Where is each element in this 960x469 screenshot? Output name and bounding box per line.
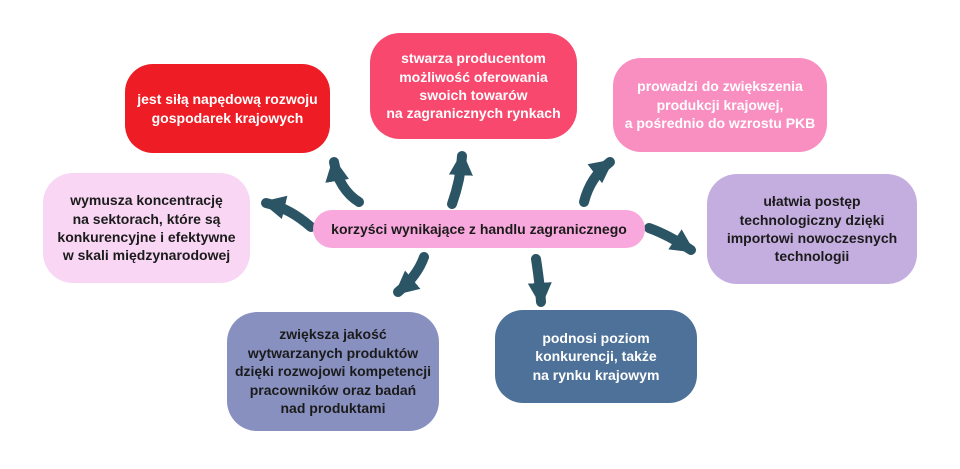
node-driving-force-label: jest siłą napędową rozwoju gospodarek kr…	[137, 91, 318, 126]
node-production-gdp-label: prowadzi do zwiększenia produkcji krajow…	[624, 78, 816, 132]
node-sector-focus: wymusza koncentrację na sektorach, które…	[43, 173, 250, 283]
node-driving-force: jest siłą napędową rozwoju gospodarek kr…	[125, 64, 330, 153]
node-tech-progress: ułatwia postęp technologiczny dzięki imp…	[707, 174, 917, 284]
center-node-label: korzyści wynikające z handlu zagraniczne…	[331, 220, 627, 237]
arrow-center-to-competition	[527, 254, 552, 307]
node-production-gdp: prowadzi do zwiększenia produkcji krajow…	[613, 58, 827, 152]
center-node: korzyści wynikające z handlu zagraniczne…	[313, 210, 645, 248]
arrow-center-to-product-quality	[393, 252, 429, 297]
node-foreign-markets-label: stwarza producentom możliwość oferowania…	[386, 50, 561, 122]
node-tech-progress-label: ułatwia postęp technologiczny dzięki imp…	[726, 193, 898, 265]
arrow-center-to-production-gdp	[579, 157, 615, 207]
arrow-center-to-foreign-markets	[447, 151, 473, 209]
arrow-center-to-driving-force	[325, 157, 364, 207]
node-product-quality: zwiększa jakość wytwarzanych produktów d…	[227, 312, 439, 431]
node-foreign-markets: stwarza producentom możliwość oferowania…	[370, 33, 577, 139]
node-competition: podnosi poziom konkurencji, także na ryn…	[495, 310, 697, 403]
node-sector-focus-label: wymusza koncentrację na sektorach, które…	[57, 192, 236, 264]
arrow-center-to-tech-progress	[644, 223, 696, 255]
node-product-quality-label: zwiększa jakość wytwarzanych produktów d…	[234, 326, 432, 417]
arrow-center-to-sector-focus	[261, 195, 316, 232]
node-competition-label: podnosi poziom konkurencji, także na ryn…	[532, 329, 660, 383]
